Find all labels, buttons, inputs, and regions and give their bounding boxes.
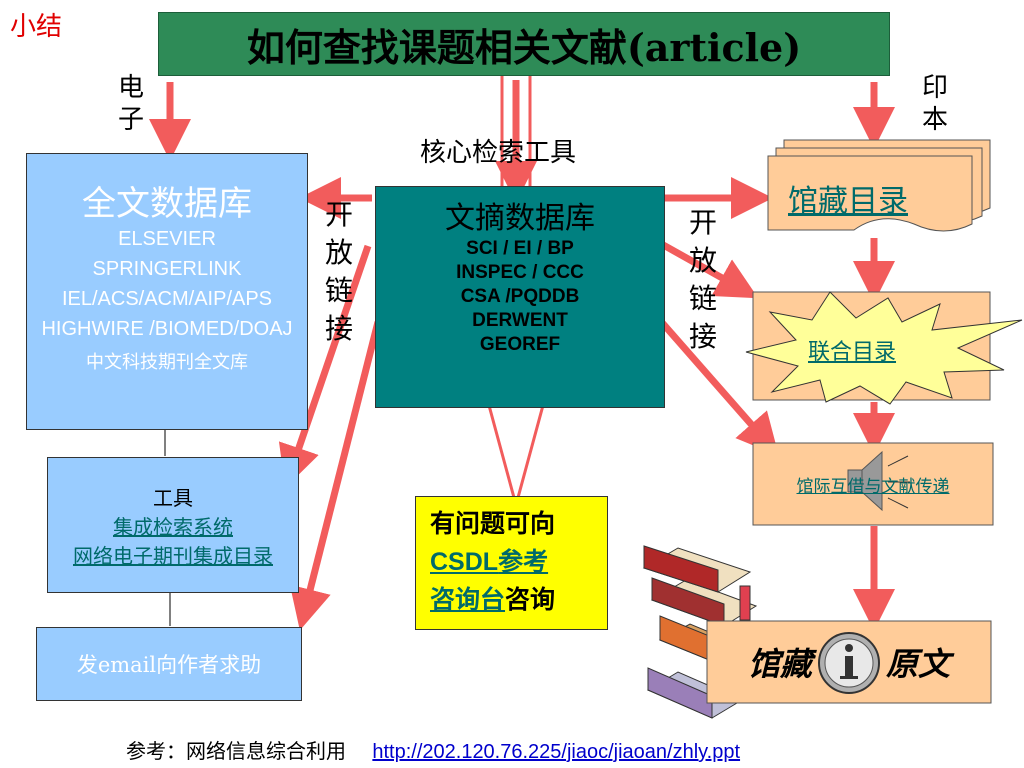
page-title: 如何查找课题相关文献(article) (158, 12, 890, 76)
open-link-char: 链 (324, 274, 353, 307)
original-left: 馆藏 (747, 645, 812, 683)
reference-link[interactable]: 参考 (498, 547, 549, 576)
fulltext-line: SPRINGERLINK (92, 258, 242, 280)
core-tools-label: 核心检索工具 (420, 138, 577, 168)
email-author-box: 发email向作者求助 (36, 627, 302, 701)
arrow-abstract-to-email (289, 321, 382, 631)
ill-link[interactable]: 馆际互借与文献传递 (796, 476, 950, 497)
abstract-line: DERWENT (472, 310, 568, 331)
open-link-char: 开 (324, 198, 353, 231)
print-char-2: 本 (921, 105, 948, 135)
csdl-link[interactable]: CSDL (430, 548, 499, 576)
open-link-char: 放 (688, 244, 717, 277)
electronic-label: 电 子 (116, 72, 146, 136)
summary-label: 小结 (10, 12, 63, 42)
info-icon (818, 632, 880, 694)
union-catalog-link[interactable]: 联合目录 (808, 340, 897, 365)
tools-box: 工具 集成检索系统 网络电子期刊集成目录 (47, 457, 299, 593)
consult-text: 咨询 (505, 585, 556, 614)
tools-heading: 工具 (153, 486, 193, 510)
open-link-char: 开 (688, 206, 717, 239)
union-starburst (745, 291, 1023, 405)
original-right: 原文 (886, 645, 951, 683)
catalog-stacked-pages (767, 139, 991, 232)
ejournal-directory-link[interactable]: 网络电子期刊集成目录 (73, 544, 273, 568)
help-desk-link[interactable]: 咨询台 (430, 585, 506, 614)
print-char-1: 印 (921, 73, 948, 103)
fulltext-line: ELSEVIER (118, 228, 216, 250)
footer: 参考：网络信息综合利用 http://202.120.76.225/jiaoc/… (126, 735, 740, 764)
open-link-char: 接 (688, 320, 717, 353)
print-label: 印 本 (920, 72, 950, 136)
fulltext-database-box: 全文数据库 ELSEVIER SPRINGERLINK IEL/ACS/ACM/… (26, 153, 308, 430)
open-link-char: 放 (324, 236, 353, 269)
fulltext-title: 全文数据库 (82, 184, 252, 224)
electronic-char-2: 子 (117, 105, 144, 135)
abstract-database-box: 文摘数据库 SCI / EI / BP INSPEC / CCC CSA /PQ… (375, 186, 665, 408)
arrow-abstract-to-tools (278, 244, 372, 488)
open-link-char: 链 (688, 282, 717, 315)
open-link-left: 开 放 链 接 (322, 196, 356, 348)
fulltext-chinese: 中文科技期刊全文库 (86, 352, 248, 373)
fulltext-line: IEL/ACS/ACM/AIP/APS (61, 288, 273, 310)
open-link-right: 开 放 链 接 (686, 204, 720, 356)
books-icon (642, 545, 758, 719)
footer-url-link[interactable]: http://202.120.76.225/jiaoc/jiaoan/zhly.… (372, 741, 741, 763)
arrow-abstract-to-union (656, 238, 759, 299)
abstract-line: INSPEC / CCC (456, 262, 584, 283)
help-line1: 有问题可向 (430, 509, 556, 538)
help-box: 有问题可向 CSDL参考 咨询台咨询 (415, 496, 608, 630)
arrow-abstract-to-ill (655, 315, 779, 456)
electronic-char-1: 电 (117, 73, 144, 103)
ill-label-wrap: 馆际互借与文献传递 (753, 443, 993, 525)
integrated-search-link[interactable]: 集成检索系统 (113, 515, 233, 539)
open-link-char: 接 (324, 312, 353, 345)
abstract-line: CSA /PQDDB (460, 286, 580, 307)
original-text-wrap: 馆藏 原文 (707, 621, 991, 703)
abstract-line: SCI / EI / BP (466, 238, 574, 259)
fulltext-line: HIGHWIRE /BIOMED/DOAJ (41, 318, 293, 340)
footer-text: 参考：网络信息综合利用 (126, 739, 346, 763)
abstract-title: 文摘数据库 (445, 201, 595, 236)
speaker-icon (847, 450, 910, 512)
library-catalog-link[interactable]: 馆藏目录 (788, 184, 908, 219)
abstract-line: GEOREF (479, 334, 561, 355)
